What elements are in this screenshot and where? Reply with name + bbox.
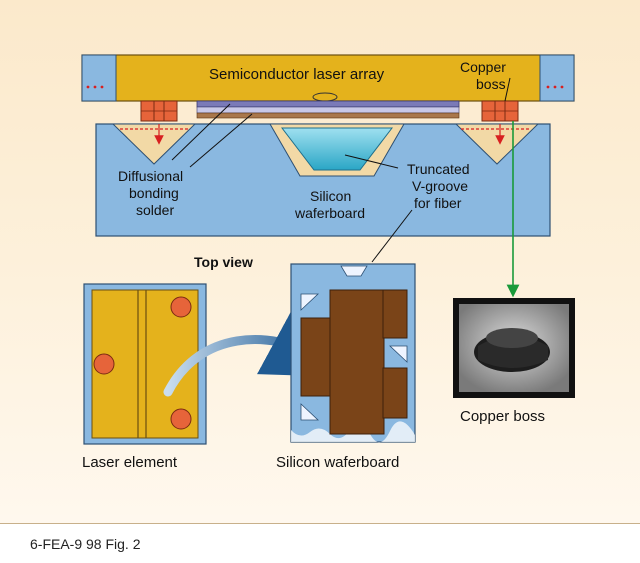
copper-boss-label-line2: boss: [476, 76, 506, 92]
truncated-label-line2: V-groove: [412, 178, 468, 194]
silicon-waferboard-label: Silicon waferboard: [276, 454, 399, 471]
laser-element-label: Laser element: [82, 454, 178, 471]
leader-lines: [171, 77, 511, 263]
truncated-label-line3: for fiber: [414, 195, 462, 211]
laser-element-top-view: [83, 283, 207, 445]
silicon-waferboard-section: [95, 123, 551, 237]
copper-boss-label-line1: Copper: [460, 59, 506, 75]
bonding-solder-layers: [196, 100, 460, 119]
figure-caption: 6-FEA-9 98 Fig. 2: [30, 536, 141, 552]
end-cap-dots: [86, 85, 564, 89]
copper-boss-photo: [453, 298, 575, 398]
copper-boss-left: [120, 100, 190, 145]
diffusional-label-line1: Diffusional: [118, 168, 183, 184]
top-view-label: Top view: [194, 254, 253, 270]
truncated-label-line1: Truncated: [407, 161, 470, 177]
silicon-waferboard-top-view: [290, 263, 416, 443]
diffusional-label-line2: bonding: [129, 185, 179, 201]
diffusional-label-line3: solder: [136, 202, 174, 218]
silicon-label-line1: Silicon: [310, 188, 351, 204]
copper-boss-photo-label: Copper boss: [460, 408, 545, 425]
diagram-labels: Semiconductor laser array Copper boss Di…: [82, 59, 545, 471]
silicon-label-line2: waferboard: [294, 205, 365, 221]
laser-array-label: Semiconductor laser array: [209, 66, 385, 83]
laser-array-bar: [81, 54, 575, 102]
copper-boss-right: [461, 100, 531, 145]
